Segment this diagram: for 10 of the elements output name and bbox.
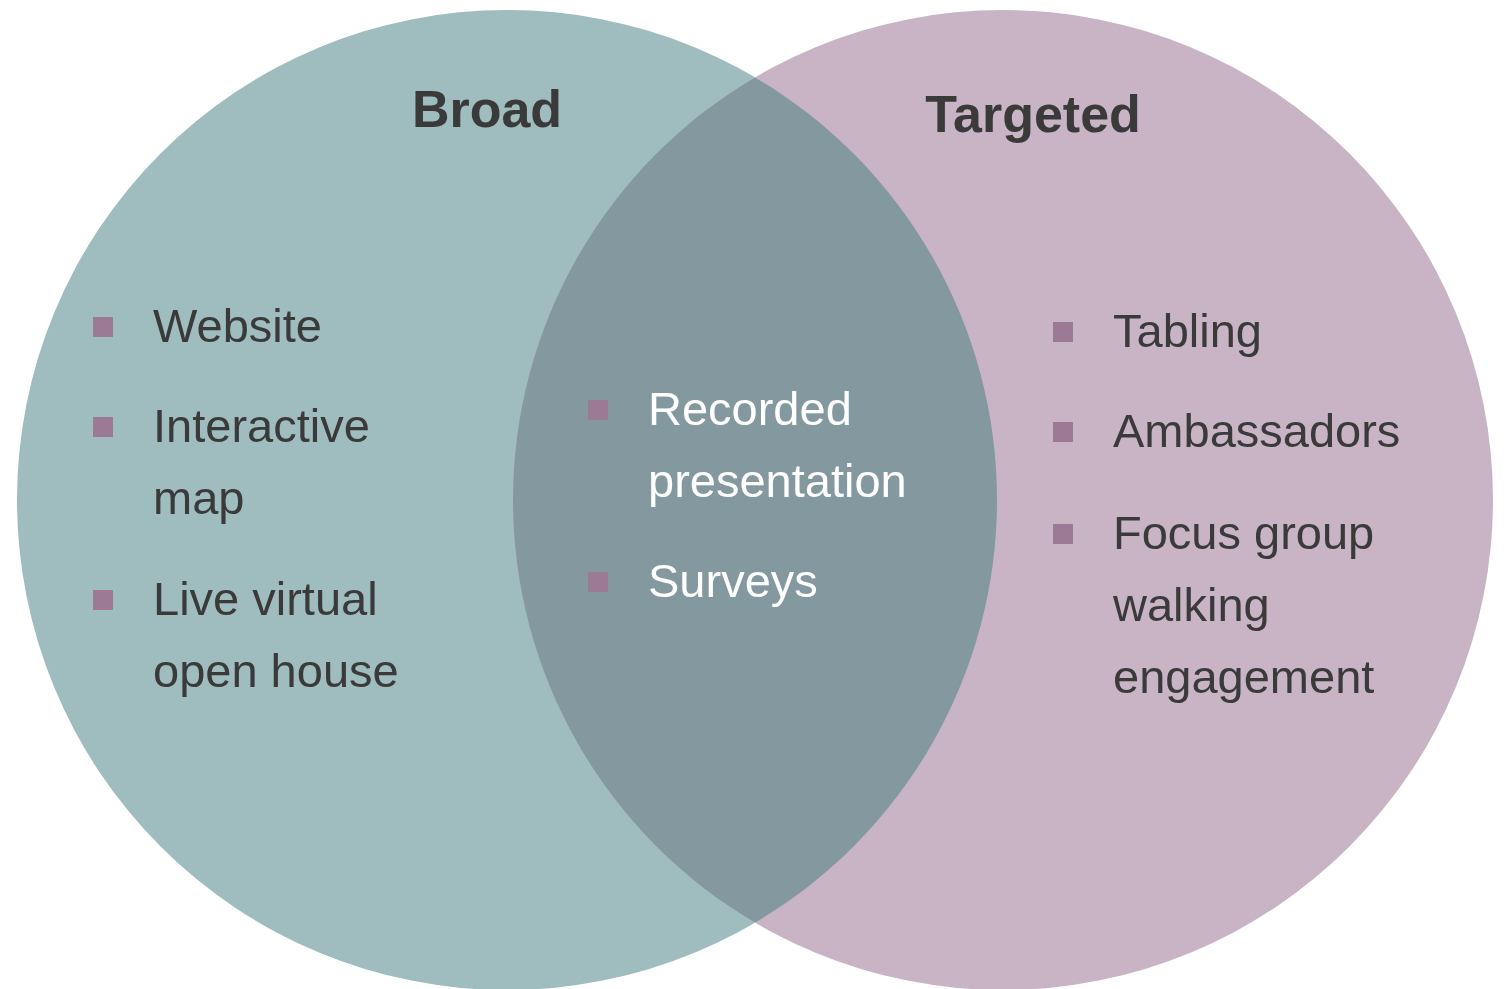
circle-heading: Targeted — [925, 84, 1141, 145]
list-item-text: Surveys — [648, 553, 819, 609]
list-item-text: Interactive map — [153, 398, 371, 526]
list-item-text: Website — [153, 298, 323, 354]
list-item-text: Recorded presentation — [648, 381, 908, 509]
list-item-text: Tabling — [1113, 303, 1263, 359]
circle-heading: Broad — [411, 79, 563, 140]
list-item-text: Live virtual open house — [153, 571, 400, 699]
list-item-text: Ambassadors — [1113, 403, 1402, 459]
list-item-text: Focus group walking engagement — [1113, 505, 1376, 705]
